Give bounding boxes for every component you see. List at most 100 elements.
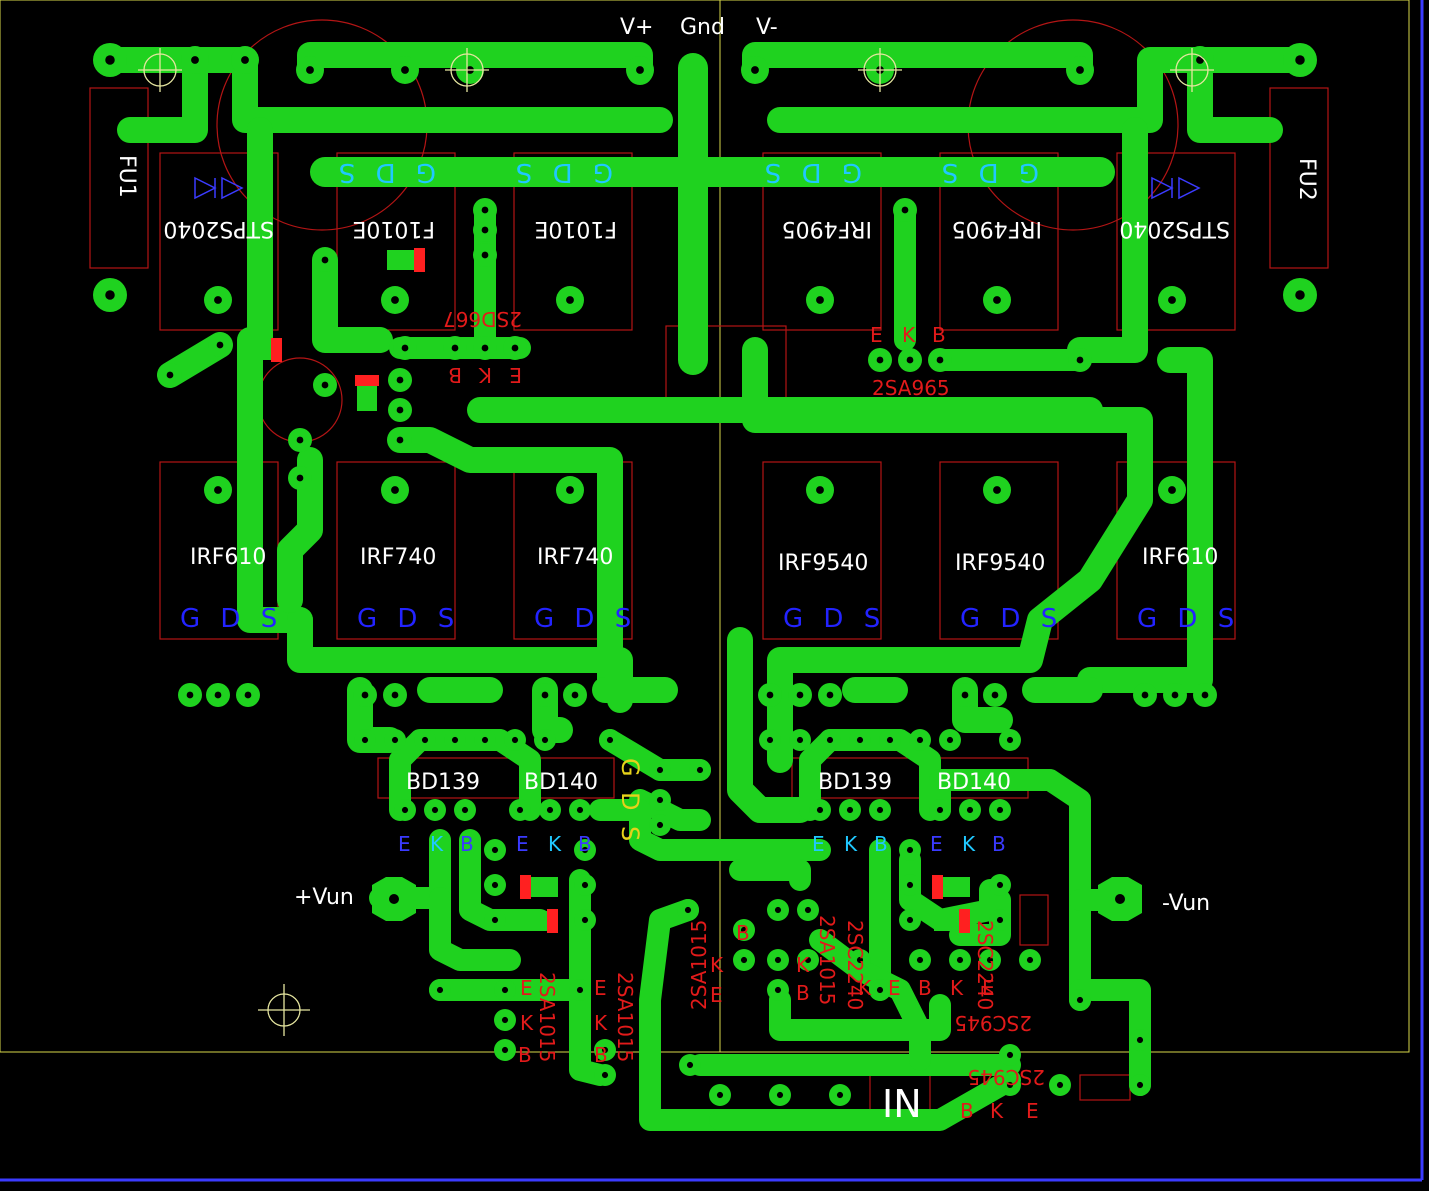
drill-hole [566,296,574,304]
drill-hole [656,796,664,804]
bottom-part-5: IRF9540 [955,551,1045,576]
drill-hole [401,66,409,74]
t-2sa1015-c: 2SA1015 [687,920,711,1010]
sm-b-3: B [736,921,750,945]
drill-hole [216,341,224,349]
drill-hole [906,356,914,364]
drill-hole [566,486,574,494]
sm-k-3: K [710,953,724,977]
pin-k-4: K [962,832,976,856]
bottom-pins-5: G D S [960,604,1063,634]
sm-e-3: E [710,983,723,1007]
driver-2: BD140 [524,770,598,795]
drill-hole [906,846,914,854]
top-part-5: IRF4905 [952,216,1042,241]
drill-hole [391,691,399,699]
top-part-3: F1010E [534,216,617,241]
bottom-pins-3: G D S [534,604,637,634]
drill-hole [481,206,489,214]
drill-hole [396,436,404,444]
sm-e-7: E [1026,1099,1039,1123]
drill-hole [1141,691,1149,699]
sm-b-7: B [960,1099,974,1123]
drill-hole [576,986,584,994]
drill-hole [774,956,782,964]
drill-hole [214,691,222,699]
top-row-labels: STPS2040 F1010E F1010E IRF4905 IRF4905 S… [163,157,1230,241]
drill-hole [296,474,304,482]
bottom-pins-1: G D S [180,604,283,634]
t-2sd667-k: K [478,363,492,387]
sm-e-6: E [982,976,995,1000]
drill-hole [214,296,222,304]
t-2sa965: 2SA965 [872,376,950,400]
drill-hole [993,486,1001,494]
drill-hole [321,256,329,264]
drill-hole [581,881,589,889]
drill-hole [1026,956,1034,964]
drill-hole [804,906,812,914]
drill-hole [501,986,509,994]
drill-hole [751,66,759,74]
drill-hole [581,916,589,924]
drill-hole [501,1046,509,1054]
supply-minus-label: -Vun [1162,891,1210,916]
fuse-1-label: FU1 [114,155,139,198]
t-2sc2240-a: 2SC2240 [843,920,867,1010]
sm-b-4: B [796,981,810,1005]
drill-hole [546,806,554,814]
drill-hole [986,956,994,964]
drill-hole [511,736,519,744]
mounting-crosshairs [138,48,1214,1036]
t-2sa965-e: E [870,323,883,347]
pin-b-1: B [460,832,474,856]
drill-hole [105,55,115,65]
drill-hole [856,956,864,964]
drill-hole [776,1091,784,1099]
supply-pads [372,877,1142,921]
drill-hole [396,406,404,414]
drill-hole [916,736,924,744]
drill-hole [361,736,369,744]
pin-b-2: B [578,832,592,856]
drill-hole [996,806,1004,814]
drill-hole [481,251,489,259]
drill-hole [740,956,748,964]
drill-hole [993,296,1001,304]
drill-hole [936,356,944,364]
drill-hole [961,691,969,699]
drill-hole [1196,56,1204,64]
sm-e-1: E [520,976,533,1000]
sm-k-1: K [520,1011,534,1035]
gds-s: S [616,826,644,841]
drill-hole [481,344,489,352]
supply-plus-label: +Vun [294,885,354,910]
drill-hole [541,736,549,744]
input-label: IN [882,1082,922,1126]
drill-hole [601,1046,609,1054]
drill-hole [766,691,774,699]
drill-hole [1201,691,1209,699]
drill-hole [601,1071,609,1079]
drill-hole [541,691,549,699]
top-pins-3: G D S [510,157,613,187]
drill-hole [1171,691,1179,699]
drill-hole [796,736,804,744]
t-2sa1015-a: 2SA1015 [535,972,559,1062]
t-2sa965-b: B [932,323,946,347]
drill-hole [1076,996,1084,1004]
drill-hole [826,736,834,744]
pin-b-3: B [874,832,888,856]
driver-labels: BD139 BD140 BD139 BD140 [406,770,1011,795]
drill-hole [916,956,924,964]
drill-hole [856,736,864,744]
sm-e-5: E [888,976,901,1000]
rail-labels: V+ Gnd V- [620,15,778,40]
pin-k-2: K [548,832,562,856]
drill-hole [686,1061,694,1069]
vminus-label: V- [756,15,778,40]
drill-hole [1168,486,1176,494]
driver-1: BD139 [406,770,480,795]
